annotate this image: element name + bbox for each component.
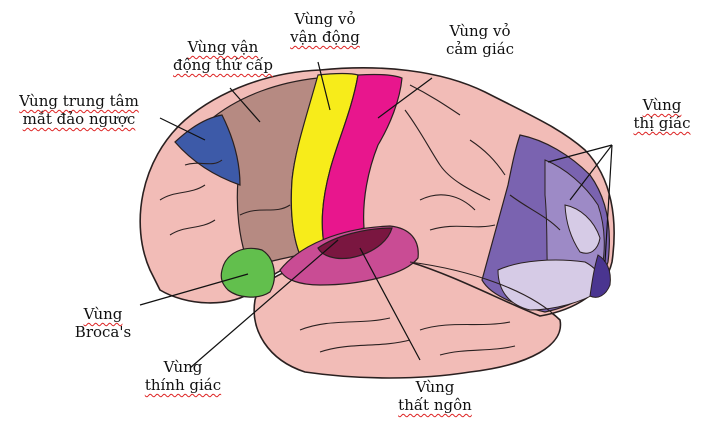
label-gustatory: Vùng thất ngôn (385, 378, 485, 414)
label-broca: Vùng Broca's (58, 305, 148, 341)
region-visual-light (498, 260, 601, 310)
label-sensory-cortex: Vùng vỏ cảm giác (420, 22, 540, 58)
label-auditory: Vùng thính giác (128, 358, 238, 394)
label-eye-center: Vùng trung tâm mắt đảo ngược (4, 92, 154, 128)
label-visual: Vùng thị giác (622, 96, 702, 132)
label-motor-cortex: Vùng vỏ vận động (270, 10, 380, 46)
